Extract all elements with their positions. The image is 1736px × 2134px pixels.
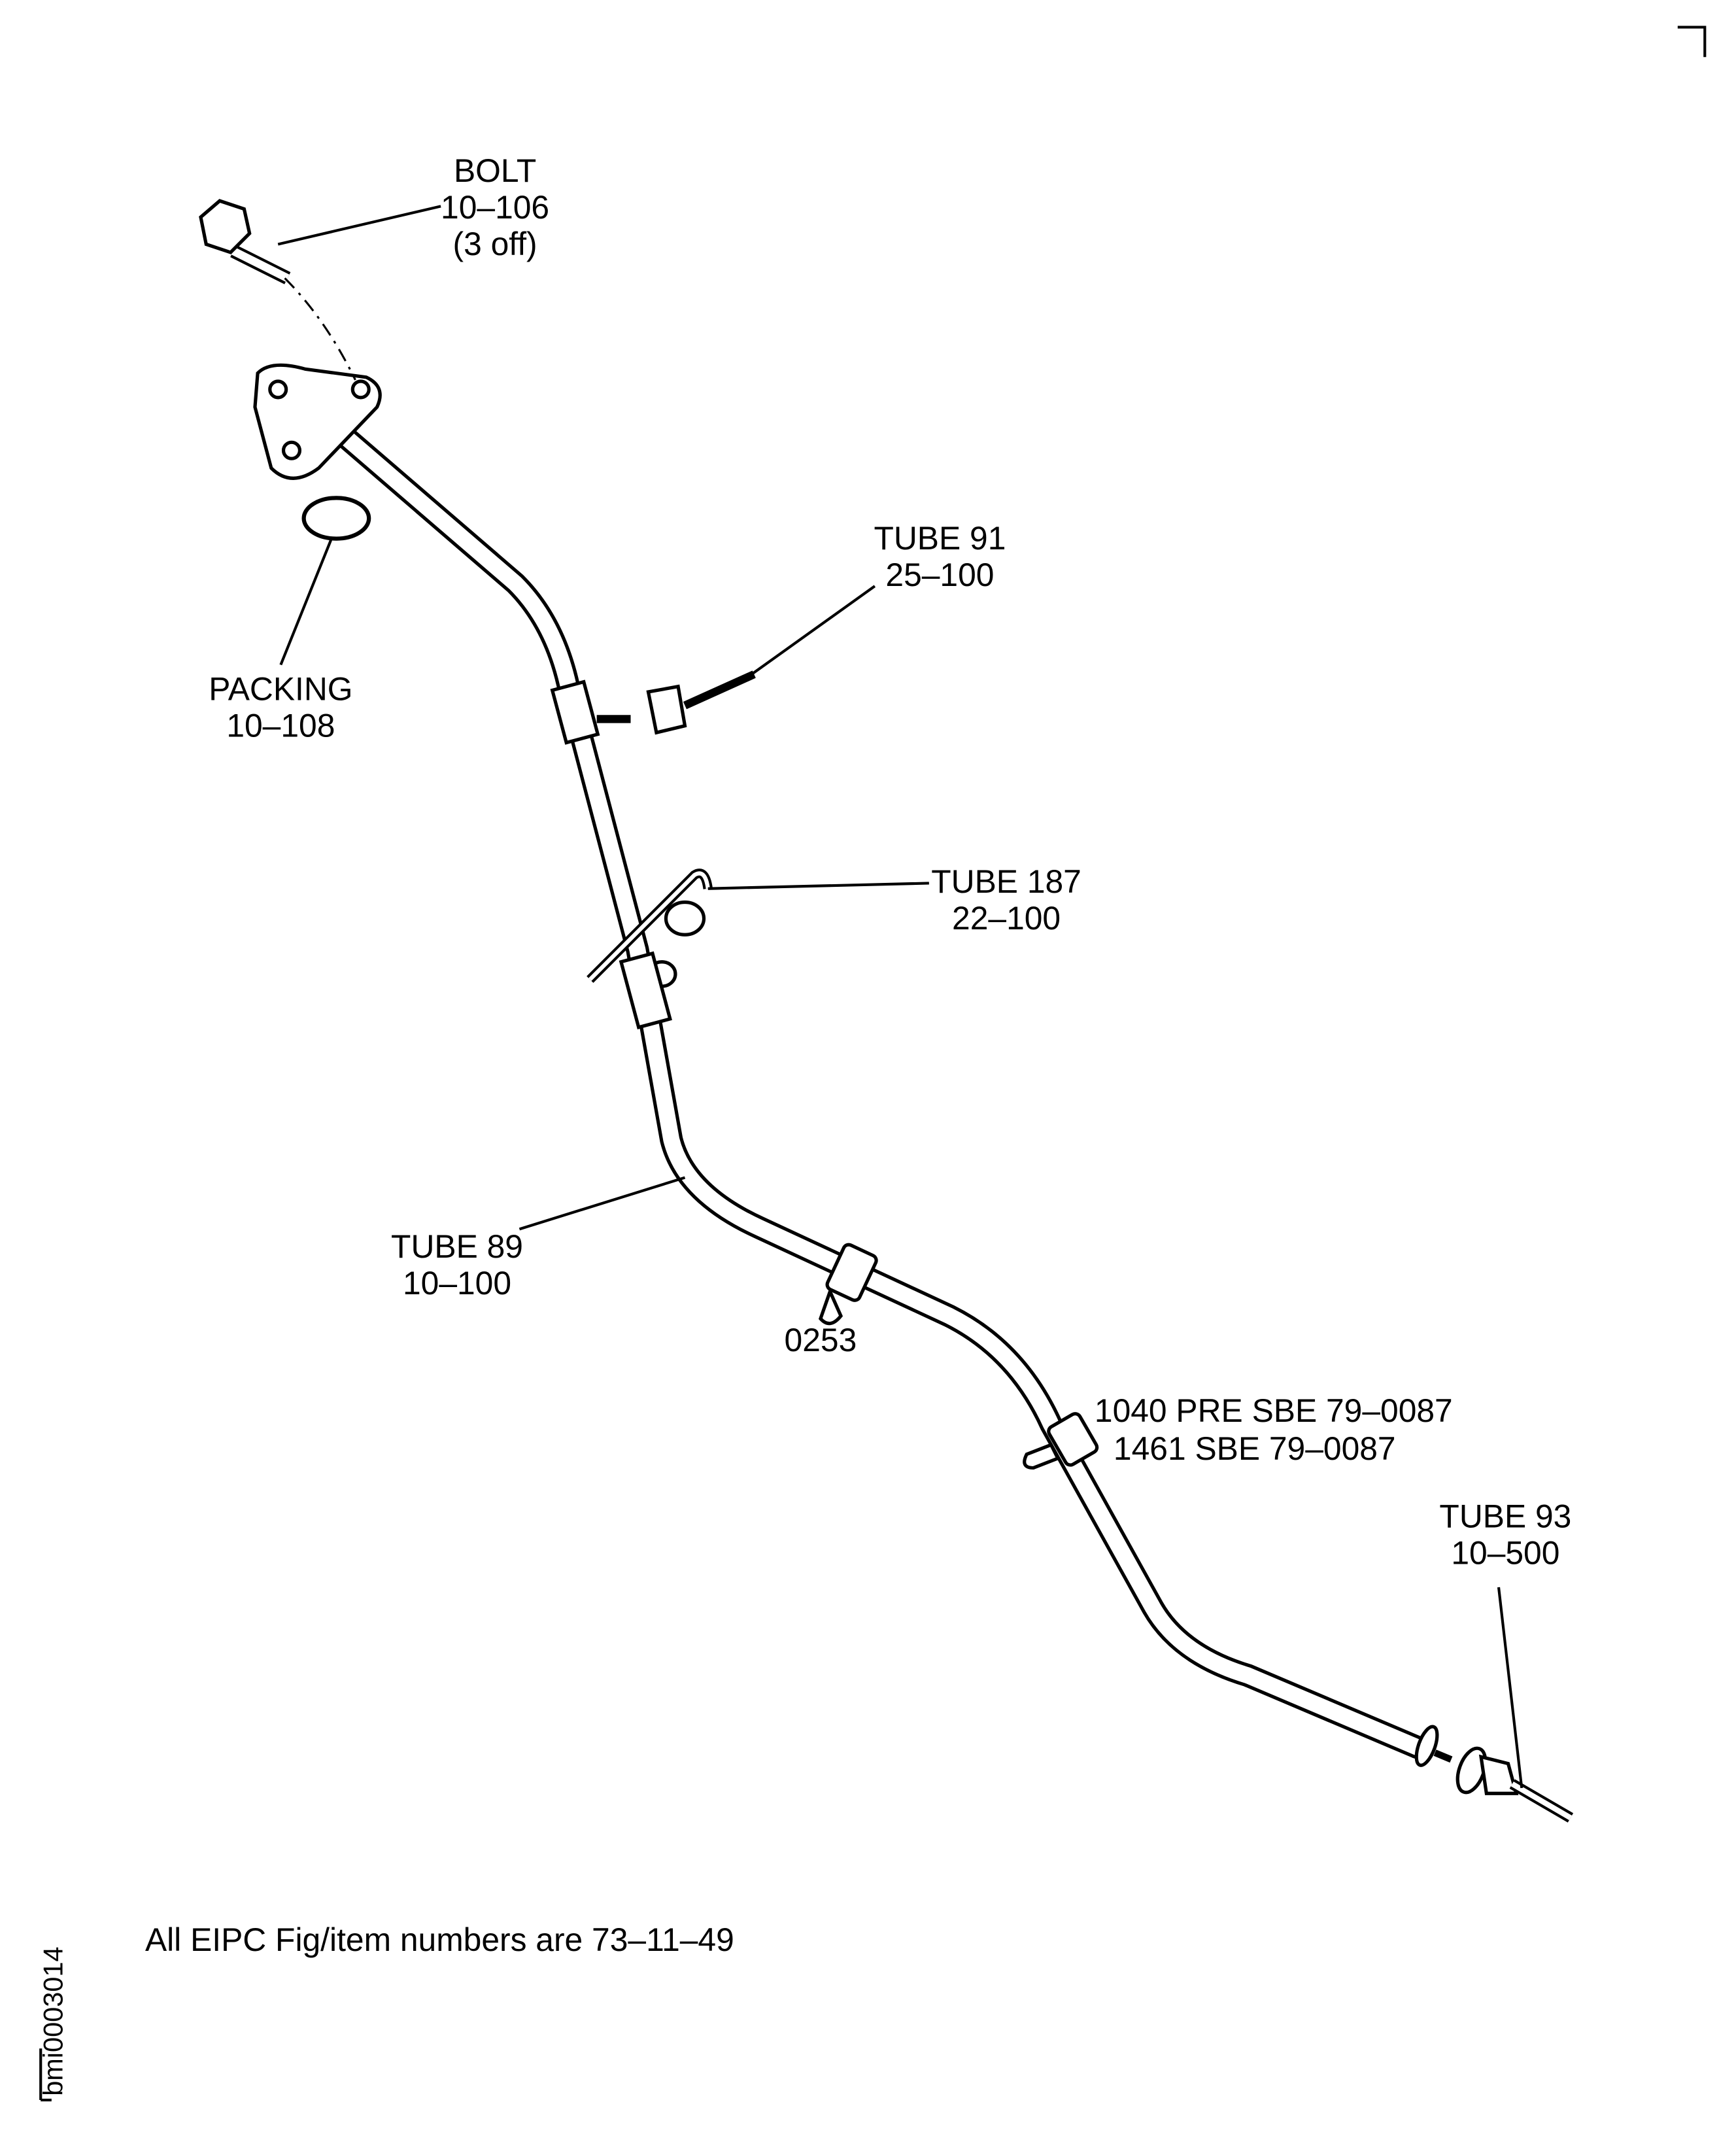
footer-note: All EIPC Fig/item numbers are 73–11–49 <box>145 1921 734 1958</box>
bolt-icon <box>199 199 356 381</box>
tube187-ref: 22–100 <box>952 900 1061 937</box>
clamp-1040 <box>1023 1412 1099 1470</box>
bolt-qty: (3 off) <box>453 226 537 262</box>
tube93-ref: 10–500 <box>1451 1535 1559 1572</box>
drawing-id: bmi0003014 <box>37 1947 68 2096</box>
tube91-label: TUBE 91 <box>874 520 1006 557</box>
packing-ref: 10–108 <box>226 707 335 744</box>
packing-ring <box>301 496 371 541</box>
tube-187 <box>587 869 713 1030</box>
tube93-label: TUBE 93 <box>1439 1498 1571 1535</box>
id-bracket <box>39 2048 52 2102</box>
tube-93 <box>1414 1725 1574 1823</box>
flange <box>253 363 382 480</box>
tube91-ref: 25–100 <box>885 557 994 593</box>
clamp-1040-label: 1040 PRE SBE 79–0087 <box>1095 1392 1453 1429</box>
bolt-label: BOLT <box>454 152 536 189</box>
tube89-ref: 10–100 <box>403 1265 511 1301</box>
corner-mark <box>1677 26 1707 58</box>
leader-lines <box>277 205 1523 1789</box>
bolt-ref: 10–106 <box>441 189 549 226</box>
tube-89 <box>327 420 1429 1759</box>
tube187-label: TUBE 187 <box>931 863 1081 900</box>
tube89-label: TUBE 89 <box>391 1228 523 1265</box>
packing-label: PACKING <box>209 670 352 707</box>
tube-91 <box>550 670 756 745</box>
clamp-0253 <box>818 1243 878 1326</box>
clamp-1461-label: 1461 SBE 79–0087 <box>1114 1430 1396 1467</box>
clamp-0253-label: 0253 <box>785 1322 857 1358</box>
